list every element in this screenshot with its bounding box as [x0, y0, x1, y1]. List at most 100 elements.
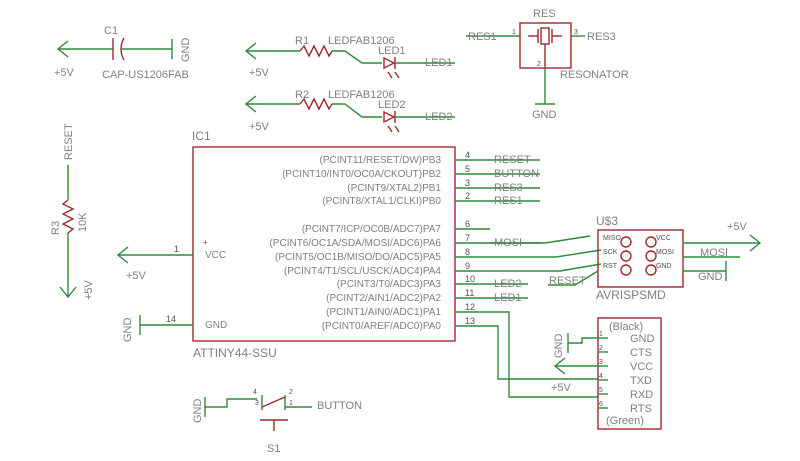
ftdi-gnd-wire — [568, 337, 598, 344]
ic1-name: IC1 — [192, 129, 211, 143]
ic1-pin-number: 3 — [465, 178, 470, 188]
ic1-pin-label: (PCINT11/RESET/DW)PB3 — [320, 155, 442, 166]
ic1-pin-number: 8 — [465, 247, 470, 257]
led1-ray1 — [387, 71, 393, 79]
ic1-gnd-label: GND — [205, 320, 227, 331]
ftdi-body — [597, 317, 662, 430]
ftdi-pin-number: 5 — [599, 387, 603, 394]
ic1-vcc-pin: 1 — [174, 244, 179, 254]
isp-pin-vcc: VCC — [656, 235, 671, 242]
isp-gnd-label: GND — [698, 271, 723, 283]
ic1-pin-label: (PCINT2/AIN1/ADC2)PA2 — [326, 293, 441, 304]
ftdi-pin-label: VCC — [630, 361, 653, 373]
isp-reset-label: RESET — [549, 275, 586, 287]
res-pin3: 3 — [574, 29, 578, 36]
r1-supply-arrow — [244, 42, 257, 60]
led2-ray2 — [394, 125, 400, 133]
isp-pin-rst: RST — [603, 263, 618, 270]
ic1-pin-number: 11 — [465, 288, 474, 298]
ic1-pin-number: 5 — [465, 164, 470, 174]
ftdi-top-label: (Black) — [609, 321, 643, 333]
r1-led1-wire — [332, 50, 382, 64]
ftdi-pin-number: 3 — [599, 359, 603, 366]
isp-mosi-label: MOSI — [700, 247, 728, 259]
ic1-pin-label: (PCINT7/ICP/OC0B/ADC7)PA7 — [302, 224, 442, 235]
r2-led2-branch: R2 LEDFAB1206 LED2 LED2 +5V — [244, 89, 455, 133]
ic1-pin-net: RES3 — [494, 182, 523, 194]
isp-name: U$3 — [596, 214, 618, 228]
s1-pin1: 1 — [289, 400, 293, 407]
ftdi-pin-number: 1 — [599, 331, 603, 338]
ic1-pin-label: (PCINT9/XTAL2)PB1 — [347, 183, 441, 194]
ic1-pin-number: 9 — [465, 261, 470, 271]
led2-net-label: LED2 — [425, 111, 453, 123]
ftdi-plus-label: +5V — [551, 382, 572, 394]
ic1-pin-number: 7 — [465, 233, 470, 243]
r2-resistor — [299, 97, 333, 111]
s1-net-label: BUTTON — [317, 400, 362, 412]
res1-net-label: RES1 — [468, 31, 497, 43]
res-value: RESONATOR — [560, 69, 629, 81]
led2-name: LED2 — [378, 99, 406, 111]
ic1-pin-label: (PCINT0/AREF/ADC0)PA0 — [322, 321, 442, 332]
ic1-pin-net: BUTTON — [494, 168, 539, 180]
isp-pad-1 — [620, 236, 632, 248]
ftdi-pin-label: CTS — [630, 347, 652, 359]
ftdi-gnd-label: GND — [553, 334, 565, 359]
ftdi-pin-label: TXD — [630, 375, 652, 387]
r3-pullup: RESET R3 10K +5V — [50, 123, 95, 300]
r2-led2-wire — [332, 103, 382, 118]
ic1-power-mark: + — [203, 238, 208, 247]
isp-reset-wire — [548, 270, 599, 286]
isp-pad-2 — [645, 236, 657, 248]
ic1-pin-number: 13 — [465, 316, 475, 326]
isp-pad-5 — [620, 264, 632, 276]
pa5-miso-route — [490, 249, 602, 258]
c1-value: CAP-US1206FAB — [102, 69, 189, 81]
r2-plus-label: +5V — [249, 121, 270, 133]
pa6-mosi-route — [490, 235, 591, 244]
ic1-pin-number: 10 — [465, 274, 475, 284]
ic1-attiny44: IC1 ATTINY44-SSU VCC 1 +5V + GND 14 GND … — [116, 129, 540, 360]
isp-value: AVRISPSMD — [596, 288, 666, 302]
s1-name: S1 — [267, 443, 280, 455]
isp-pin-gnd: GND — [656, 263, 672, 270]
led2-diode — [383, 110, 396, 124]
avrisp-header: U$3 AVRISPSMD MISO SCK RST VCC MOSI GND … — [548, 214, 762, 302]
led1-ray2 — [394, 71, 400, 79]
ic1-routing — [490, 235, 602, 398]
s1-pin3: 3 — [255, 400, 259, 407]
r3-value: 10K — [77, 212, 89, 232]
isp-pin-sck: SCK — [603, 249, 618, 256]
ftdi-vcc-arrow — [553, 357, 566, 375]
ic1-pin-label: (PCINT8/XTAL1/CLKI)PB0 — [322, 196, 441, 207]
ic1-pin-label: (PCINT3/T0/ADC3)PA3 — [337, 279, 442, 290]
ftdi-pin-label: GND — [630, 333, 655, 345]
r1-name: R1 — [295, 35, 309, 47]
r3-name: R3 — [50, 221, 62, 235]
res-pin1: 1 — [512, 29, 516, 36]
isp-pad-6 — [645, 264, 657, 276]
led1-net-label: LED1 — [425, 57, 453, 69]
ic1-pin-number: 2 — [465, 191, 470, 201]
r1-led1-branch: R1 LEDFAB1206 LED1 LED1 +5V — [244, 35, 455, 79]
r1-resistor — [299, 44, 333, 58]
ic1-body — [192, 146, 456, 342]
pa1-rxd-route — [490, 311, 598, 398]
r2-supply-arrow — [244, 95, 257, 113]
ftdi-bottom-label: (Green) — [606, 415, 644, 427]
r1-value: LEDFAB1206 — [328, 35, 395, 47]
c1-gnd-label: GND — [180, 38, 192, 63]
r1-plus-label: +5V — [249, 67, 270, 79]
r2-value: LEDFAB1206 — [328, 89, 395, 101]
ic1-gnd-pin: 14 — [166, 314, 176, 324]
ic1-pin-label: (PCINT1/AIN0/ADC1)PA1 — [326, 307, 441, 318]
resonator: RES RES1 RES3 RESONATOR GND 1 2 3 — [466, 8, 629, 121]
led1-diode — [383, 56, 396, 70]
c1-plus-label: +5V — [54, 67, 75, 79]
